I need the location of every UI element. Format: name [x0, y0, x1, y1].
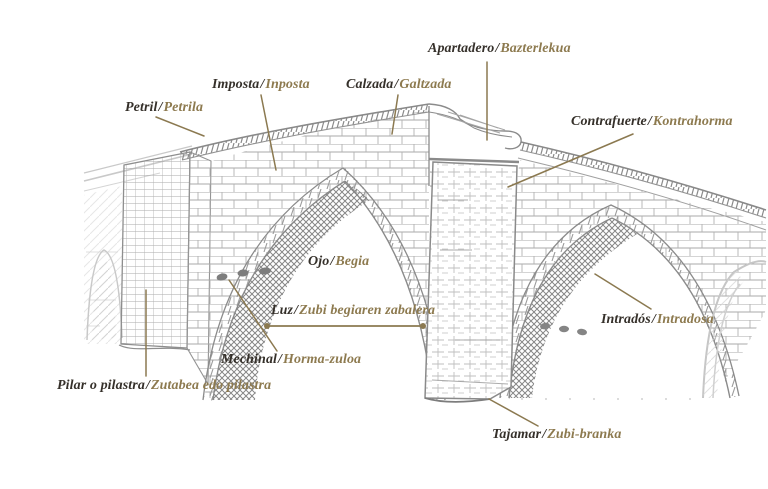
- tajamar-leader-line: [488, 398, 539, 427]
- left-arch: [202, 167, 446, 401]
- term-intrados: Intradós: [601, 312, 651, 327]
- calzada-leader-line: [391, 94, 399, 135]
- slash-luz: /: [294, 303, 299, 318]
- far-right-ghost-arch: [702, 260, 767, 399]
- term-luz: Luz: [271, 303, 294, 318]
- left-parapet: [179, 103, 430, 161]
- term-contrafuerte: Contrafuerte: [571, 114, 647, 129]
- term-petril: Petril: [125, 100, 158, 115]
- slash-intrados: /: [651, 312, 656, 327]
- ghost-bridge-left: [83, 145, 193, 344]
- slash-calzada: /: [394, 77, 399, 92]
- left-pier: [118, 151, 212, 386]
- translation-contrafuerte: Kontrahorma: [652, 114, 733, 129]
- leader-lines: [145, 61, 652, 427]
- label-intrados: Intradós/Intradosa: [601, 312, 714, 327]
- label-petril: Petril/Petrila: [125, 100, 203, 115]
- slash-tajamar: /: [542, 427, 547, 442]
- right-arch-intrados-hatch: [509, 218, 637, 398]
- label-luz: Luz/Zubi begiaren zabalera: [271, 303, 435, 318]
- translation-mechinal: Horma-zuloa: [283, 352, 362, 367]
- apartadero-platform: [428, 103, 522, 191]
- mechinal-leader-line: [228, 279, 278, 352]
- slash-ojo: /: [330, 254, 335, 269]
- translation-calzada: Galtzada: [399, 77, 452, 92]
- contrafuerte-leader-line: [507, 133, 634, 188]
- term-pilar: Pilar o pilastra: [57, 378, 145, 393]
- slash-pilar: /: [145, 378, 150, 393]
- term-imposta: Imposta: [212, 77, 260, 92]
- translation-pilar: Zutabea edo pilastra: [150, 378, 272, 393]
- petril-leader-line: [155, 116, 205, 137]
- label-ojo: Ojo/Begia: [308, 254, 369, 269]
- translation-ojo: Begia: [335, 254, 370, 269]
- intrados-leader-line: [594, 273, 652, 310]
- translation-luz: Zubi begiaren zabalera: [299, 303, 436, 318]
- term-apartadero: Apartadero: [428, 41, 495, 56]
- label-contrafuerte: Contrafuerte/Kontrahorma: [571, 114, 733, 129]
- label-tajamar: Tajamar/Zubi-branka: [492, 427, 621, 442]
- term-tajamar: Tajamar: [492, 427, 542, 442]
- term-mechinal: Mechinal: [221, 352, 278, 367]
- translation-intrados: Intradosa: [656, 312, 714, 327]
- term-ojo: Ojo: [308, 254, 330, 269]
- luz-measure-line: [264, 323, 426, 329]
- translation-petril: Petrila: [163, 100, 204, 115]
- translation-imposta: Inposta: [265, 77, 310, 92]
- mechinal-holes: [216, 267, 271, 281]
- left-arch-intrados-hatch: [213, 181, 370, 400]
- label-calzada: Calzada/Galtzada: [346, 77, 452, 92]
- cutwater-pier: [424, 161, 518, 403]
- slash-petril: /: [158, 100, 163, 115]
- term-calzada: Calzada: [346, 77, 394, 92]
- label-imposta: Imposta/Inposta: [212, 77, 310, 92]
- slash-apartadero: /: [495, 41, 500, 56]
- imposta-leader-line: [260, 94, 277, 171]
- slash-imposta: /: [260, 77, 265, 92]
- translation-tajamar: Zubi-branka: [547, 427, 622, 442]
- label-apartadero: Apartadero/Bazterlekua: [428, 41, 571, 56]
- slash-mechinal: /: [278, 352, 283, 367]
- right-arch: [499, 204, 767, 399]
- right-arch-putlog-holes: [540, 322, 587, 336]
- label-pilar: Pilar o pilastra/Zutabea edo pilastra: [57, 378, 271, 393]
- translation-apartadero: Bazterlekua: [500, 41, 571, 56]
- label-mechinal: Mechinal/Horma-zuloa: [221, 352, 361, 367]
- slash-contrafuerte: /: [647, 114, 652, 129]
